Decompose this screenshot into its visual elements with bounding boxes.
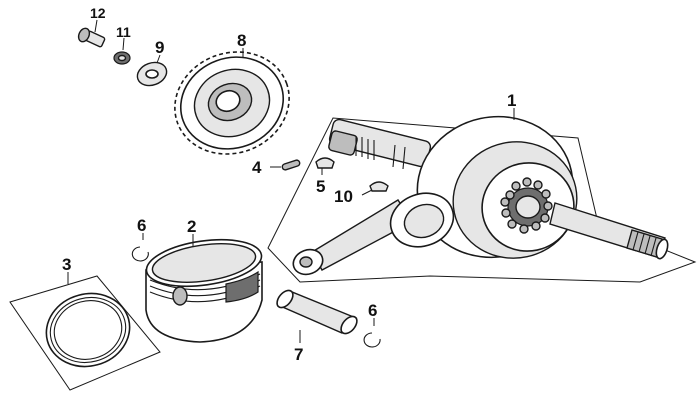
callout-10: 10: [334, 187, 353, 206]
part-2-piston: [145, 238, 263, 343]
leader-10: [361, 189, 373, 196]
crankshaft-counterweight: [416, 115, 578, 259]
part-5-woodruff-key: [315, 157, 335, 169]
part-3-piston-rings: [45, 292, 131, 368]
callout-2: 2: [187, 217, 196, 236]
crankshaft-left-shaft: [328, 118, 432, 170]
callout-1: 1: [507, 91, 516, 110]
callout-3: 3: [62, 255, 71, 274]
leader-9: [156, 54, 161, 64]
piston-ring-frame: [9, 275, 161, 391]
callout-6-upper: 6: [137, 216, 146, 235]
leader-11: [122, 37, 125, 51]
part-4-dowel-pin: [281, 159, 301, 171]
callout-11: 11: [116, 24, 131, 40]
part-6-circlip-lower: [363, 332, 381, 348]
part-6-circlip-upper: [131, 246, 149, 262]
part-7-piston-pin: [276, 289, 358, 335]
part-11-spring-washer: [113, 51, 131, 65]
part-12-bolt: [77, 27, 106, 48]
callout-8: 8: [237, 31, 246, 50]
crankshaft-group-frame: [267, 117, 697, 283]
connecting-rod: [292, 192, 455, 276]
callout-12: 12: [90, 5, 106, 21]
leader-12: [94, 19, 98, 33]
part-8-drive-gear: [174, 51, 290, 155]
part-9-washer: [136, 61, 168, 87]
callout-5: 5: [316, 177, 325, 196]
part-10-key: [369, 181, 389, 192]
callout-4: 4: [252, 158, 262, 177]
crankshaft-right-shaft: [549, 202, 669, 260]
callout-9: 9: [155, 38, 164, 57]
callout-7: 7: [294, 345, 303, 364]
callout-6-lower: 6: [368, 301, 377, 320]
